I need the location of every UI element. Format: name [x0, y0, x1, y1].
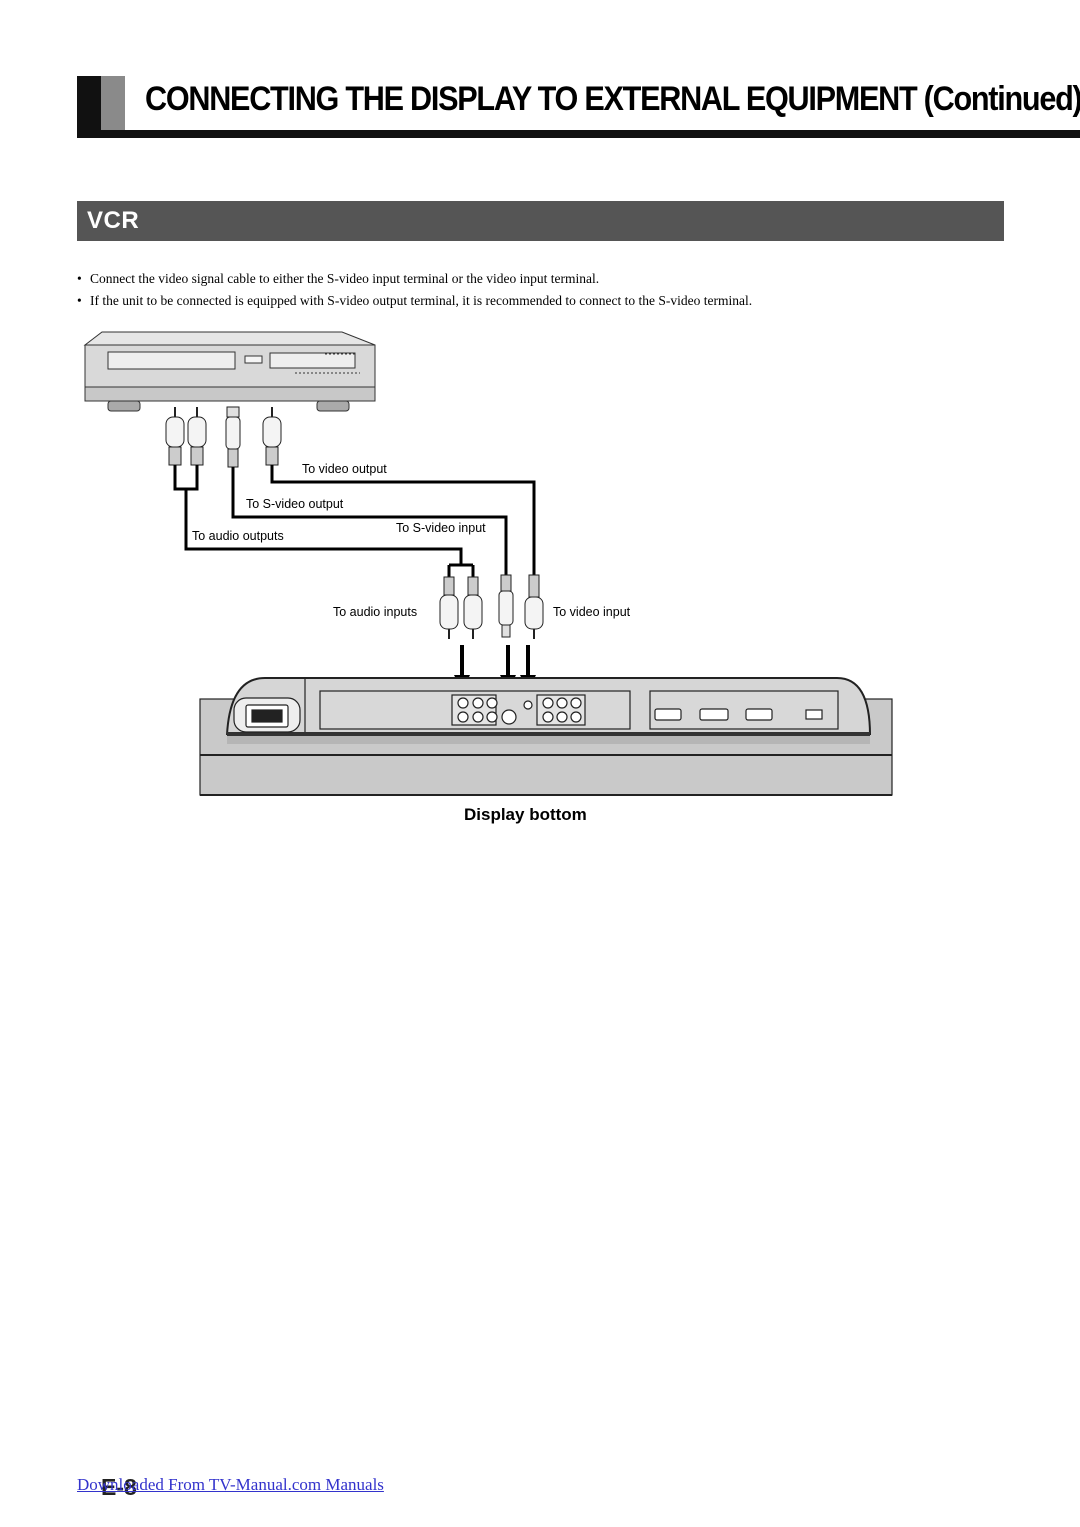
- section-title: VCR: [87, 207, 140, 234]
- label-to-audio-outputs: To audio outputs: [192, 529, 284, 543]
- display-bottom-illustration: [199, 677, 893, 796]
- title-block-gray: [101, 76, 125, 130]
- label-to-video-output: To video output: [302, 462, 387, 476]
- bullet-text: If the unit to be connected is equipped …: [90, 293, 753, 308]
- diagram-svg: [83, 331, 893, 796]
- footer: E-8 Downloaded From TV-Manual.com Manual…: [77, 1472, 477, 1502]
- list-item: • Connect the video signal cable to eithe…: [77, 268, 1007, 290]
- bullet-text: Connect the video signal cable to either…: [90, 271, 600, 286]
- label-to-svideo-output: To S-video output: [246, 497, 344, 511]
- bullet-icon: •: [77, 271, 82, 286]
- title-bar: [77, 76, 1080, 138]
- title-rule: [77, 130, 1080, 138]
- cables: [173, 465, 536, 577]
- diagram-caption: Display bottom: [464, 805, 587, 824]
- bullet-icon: •: [77, 293, 82, 308]
- list-item: • If the unit to be connected is equipped…: [77, 290, 1007, 312]
- vcr-plugs: [165, 406, 282, 468]
- section-header: VCR: [77, 201, 1004, 241]
- page-title: CONNECTING THE DISPLAY TO EXTERNAL EQUIP…: [145, 80, 1080, 118]
- download-link[interactable]: Downloaded From TV-Manual.com Manuals: [77, 1475, 384, 1494]
- display-plugs: [439, 574, 544, 639]
- vcr-illustration: [83, 331, 376, 412]
- page-number: E-8: [101, 1474, 137, 1500]
- label-to-video-input: To video input: [553, 605, 631, 619]
- connection-diagram: To video output To S-video output To aud…: [80, 325, 900, 810]
- title-block-dark: [77, 76, 101, 138]
- label-to-audio-inputs: To audio inputs: [333, 605, 418, 619]
- label-to-svideo-input: To S-video input: [396, 521, 486, 535]
- instruction-list: • Connect the video signal cable to eithe…: [77, 268, 1007, 312]
